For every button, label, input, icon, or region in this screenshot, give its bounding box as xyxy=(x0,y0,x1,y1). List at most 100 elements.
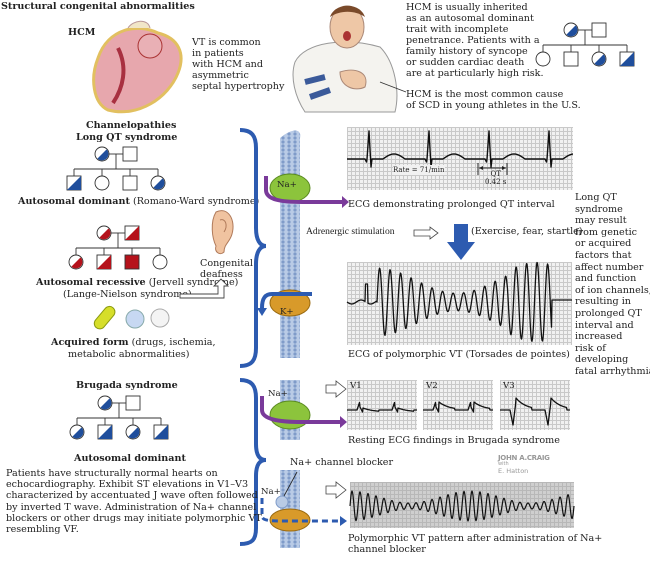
qt-value: 0.42 s xyxy=(485,178,507,186)
lead-label: V3 xyxy=(503,381,515,391)
female-half-symbol xyxy=(69,424,85,440)
signature-coauthor: E. Hatton xyxy=(498,467,529,475)
hcm-heart-illustration xyxy=(92,20,183,114)
vt-caption: Polymorphic VT pattern after administrat… xyxy=(348,533,602,555)
brugada-ion-channel-membrane xyxy=(260,380,347,548)
male-none-symbol xyxy=(563,51,579,67)
note-line: as an autosomal dominant xyxy=(406,13,534,24)
lead-label: V1 xyxy=(350,381,362,391)
note-line: HCM is the most common cause xyxy=(406,89,564,100)
brugada-ecg-lead-v3: V3 xyxy=(499,380,571,430)
note-line: VT is common xyxy=(192,37,261,48)
label-bold: Autosomal dominant xyxy=(18,196,130,207)
text-line: factors that xyxy=(575,249,632,261)
label-bold: Acquired form xyxy=(51,337,129,348)
ecg-polymorphic-vt xyxy=(349,482,575,528)
text-line: developing xyxy=(575,354,629,366)
qt-interval-marker xyxy=(477,163,508,175)
male-none-symbol xyxy=(591,22,607,38)
text-line: or acquired xyxy=(575,238,632,250)
male-half-symbol xyxy=(96,254,112,270)
hcm-vt-note: VT is common in patients with HCM and as… xyxy=(192,37,284,92)
label-bold: Autosomal recessive xyxy=(36,277,146,288)
male-none-symbol xyxy=(122,175,138,191)
male-full-symbol xyxy=(124,254,140,270)
signature-name: JOHN A.CRAIG xyxy=(498,454,550,462)
adrenergic-stimulation-label: Adrenergic stimulation xyxy=(306,226,395,237)
text-line: resembling VF. xyxy=(6,524,79,536)
male-half-symbol xyxy=(153,424,169,440)
ecg-trace xyxy=(346,130,574,168)
blocked-sodium-channel xyxy=(269,508,311,532)
note-line: septal hypertrophy xyxy=(192,81,285,92)
ecg-trace xyxy=(422,401,494,413)
vt-outline-arrow xyxy=(325,481,347,499)
autosomal-recessive-label: Autosomal recessive (Jervell syndrome) xyxy=(36,277,238,288)
long-qt-dominant-pedigree xyxy=(66,146,166,191)
female-half-symbol xyxy=(96,225,112,241)
text-line: prolonged QT xyxy=(575,307,642,319)
label-rest: (Romano-Ward syndrome) xyxy=(129,196,260,207)
signature-with: with xyxy=(498,461,509,467)
brugada-inheritance-label: Autosomal dominant xyxy=(74,453,186,464)
blocker-molecule xyxy=(275,495,289,509)
label-rest: (Jervell syndrome) xyxy=(145,277,239,288)
text-line: interval and xyxy=(575,319,634,331)
caption-line: channel blocker xyxy=(348,544,426,555)
male-half-symbol xyxy=(619,51,635,67)
female-half-symbol xyxy=(68,254,84,270)
ecg-waveform xyxy=(349,490,575,522)
long-qt-recessive-pedigree xyxy=(68,225,168,270)
ecg-torsades-caption: ECG of polymorphic VT (Torsades de point… xyxy=(348,349,570,360)
pills-icon xyxy=(93,305,170,330)
ear-icon xyxy=(211,210,234,255)
sodium-ion-label: Na+ xyxy=(261,487,281,497)
female-half-symbol xyxy=(94,146,110,162)
text-line: Long QT xyxy=(575,192,617,203)
brugada-ecg-lead-v2: V2 xyxy=(422,380,494,430)
ecg-waveform xyxy=(346,261,573,342)
note-line: trait with incomplete xyxy=(406,24,509,35)
male-half-symbol xyxy=(66,175,82,191)
long-qt-ion-channel-membrane xyxy=(257,130,349,358)
female-none-symbol xyxy=(94,175,110,191)
male-half-symbol xyxy=(97,424,113,440)
down-arrow-icon xyxy=(447,224,475,260)
sodium-channel-blocker-label: Na+ channel blocker xyxy=(290,457,394,468)
channelopathies-heading: Channelopathies xyxy=(86,120,177,131)
text-line: syndrome xyxy=(575,203,623,215)
artist-signature: JOHN A.CRAIG with E. Hatton xyxy=(498,454,550,475)
text-line: by inverted T wave. Administration of Na… xyxy=(6,501,257,513)
potassium-channel xyxy=(269,289,311,317)
triggers-label: (Exercise, fear, startle) xyxy=(471,226,583,237)
label-line: Congenital xyxy=(200,258,254,269)
ecg-torsades xyxy=(346,261,573,345)
note-line: asymmetric xyxy=(192,70,249,81)
ecg-qt-caption: ECG demonstrating prolonged QT interval xyxy=(348,199,555,210)
brugada-outline-arrow xyxy=(325,380,347,398)
sodium-ion-label: Na+ xyxy=(268,389,288,399)
ecg-trace xyxy=(346,261,573,342)
long-qt-heading: Long QT syndrome xyxy=(76,132,178,143)
brugada-pedigree xyxy=(69,395,169,440)
note-line: HCM is usually inherited xyxy=(406,2,528,13)
qt-name: QT xyxy=(490,170,501,178)
ecg-waveform xyxy=(499,397,571,426)
text-line: Patients have structurally normal hearts… xyxy=(6,468,218,479)
female-half-symbol xyxy=(125,424,141,440)
lead-label: V2 xyxy=(426,381,438,391)
male-none-symbol xyxy=(122,146,138,162)
sodium-ion-label: Na+ xyxy=(277,180,297,190)
heart-rate-label: Rate = 71/min xyxy=(393,165,445,175)
text-line: affect number xyxy=(575,261,644,273)
caption-line: Polymorphic VT pattern after administrat… xyxy=(348,533,603,544)
label-line: deafness xyxy=(200,269,243,280)
female-none-symbol xyxy=(535,51,551,67)
note-line: or sudden cardiac death xyxy=(406,57,525,68)
ecg-trace xyxy=(349,490,575,522)
text-line: may result xyxy=(575,215,627,227)
label-rest: (drugs, ischemia, xyxy=(128,337,216,348)
text-line: resulting in xyxy=(575,296,631,308)
note-line: family history of syncope xyxy=(406,46,528,57)
